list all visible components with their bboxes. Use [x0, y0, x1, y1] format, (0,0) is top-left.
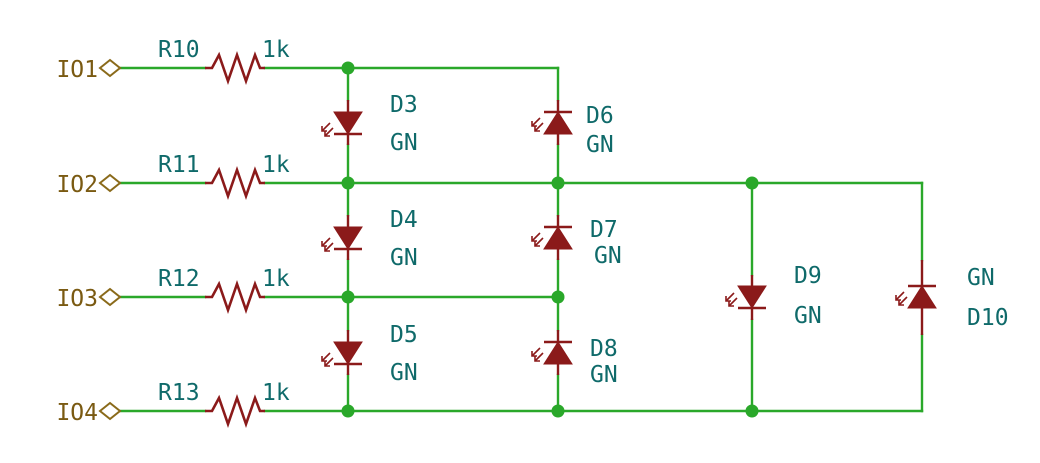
led-d10[interactable]: GN D10 — [895, 260, 1009, 335]
led-triangle-icon — [333, 226, 363, 250]
led-value: GN — [594, 243, 622, 269]
led-triangle-icon — [333, 341, 363, 365]
port-label: IO2 — [56, 172, 98, 198]
led-d8[interactable]: D8 GN — [531, 330, 618, 388]
resistor-r13[interactable]: R13 1k — [158, 380, 290, 428]
led-triangle-icon — [543, 111, 573, 135]
led-d7[interactable]: D7 GN — [531, 215, 622, 269]
led-emission-arrows-icon — [531, 232, 544, 247]
resistor-value: 1k — [262, 152, 290, 178]
junction — [551, 176, 565, 190]
led-value: GN — [590, 362, 618, 388]
led-emission-arrows-icon — [321, 122, 334, 137]
led-emission-arrows-icon — [895, 291, 908, 306]
leds: D3 GN D4 GN D5 GN — [321, 92, 1009, 388]
led-triangle-icon — [543, 226, 573, 250]
port-io4[interactable]: IO4 — [56, 400, 122, 426]
led-ref: D9 — [794, 263, 822, 289]
led-emission-arrows-icon — [531, 347, 544, 362]
resistor-r10[interactable]: R10 1k — [158, 37, 290, 85]
port-label: IO1 — [56, 57, 98, 83]
resistor-r11[interactable]: R11 1k — [158, 152, 290, 200]
junction — [551, 290, 565, 304]
led-value: GN — [794, 303, 822, 329]
led-ref: D3 — [390, 92, 418, 118]
led-ref: D7 — [590, 217, 618, 243]
resistor-zigzag-icon — [205, 51, 265, 85]
resistor-value: 1k — [262, 266, 290, 292]
resistor-ref: R10 — [158, 37, 200, 63]
resistor-zigzag-icon — [205, 280, 265, 314]
junction — [341, 290, 355, 304]
resistor-ref: R12 — [158, 266, 200, 292]
led-ref: D5 — [390, 322, 418, 348]
port-io1[interactable]: IO1 — [56, 57, 122, 83]
junction — [745, 404, 759, 418]
junction — [341, 404, 355, 418]
led-d5[interactable]: D5 GN — [321, 322, 418, 386]
led-emission-arrows-icon — [321, 352, 334, 367]
resistors: R10 1k R11 1k R12 1k R13 1k — [158, 37, 290, 428]
port-io2[interactable]: IO2 — [56, 172, 122, 198]
led-triangle-icon — [737, 285, 767, 309]
junction — [745, 176, 759, 190]
led-d6[interactable]: D6 GN — [531, 100, 614, 158]
resistor-value: 1k — [262, 380, 290, 406]
ports: IO1 IO2 IO3 IO4 — [56, 57, 122, 426]
port-diamond-icon — [98, 173, 122, 193]
junction — [551, 404, 565, 418]
led-ref: D6 — [586, 103, 614, 129]
resistor-value: 1k — [262, 37, 290, 63]
resistor-ref: R13 — [158, 380, 200, 406]
junction — [341, 61, 355, 75]
resistor-zigzag-icon — [205, 394, 265, 428]
led-value: GN — [390, 130, 418, 156]
led-ref: D10 — [967, 305, 1009, 331]
junctions — [341, 61, 759, 418]
resistor-r12[interactable]: R12 1k — [158, 266, 290, 314]
led-triangle-icon — [543, 341, 573, 365]
port-diamond-icon — [98, 287, 122, 307]
led-triangle-icon — [907, 285, 937, 309]
resistor-ref: R11 — [158, 152, 200, 178]
led-emission-arrows-icon — [725, 292, 738, 307]
led-ref: D8 — [590, 336, 618, 362]
led-value: GN — [967, 265, 995, 291]
led-d4[interactable]: D4 GN — [321, 207, 418, 271]
port-label: IO4 — [56, 400, 98, 426]
port-label: IO3 — [56, 286, 98, 312]
led-value: GN — [586, 132, 614, 158]
led-d9[interactable]: D9 GN — [725, 263, 822, 329]
led-value: GN — [390, 245, 418, 271]
port-diamond-icon — [98, 58, 122, 78]
port-io3[interactable]: IO3 — [56, 286, 122, 312]
port-diamond-icon — [98, 401, 122, 421]
led-d3[interactable]: D3 GN — [321, 92, 418, 156]
resistor-zigzag-icon — [205, 166, 265, 200]
led-ref: D4 — [390, 207, 418, 233]
led-value: GN — [390, 360, 418, 386]
led-emission-arrows-icon — [531, 117, 544, 132]
wires — [118, 66, 924, 413]
led-triangle-icon — [333, 111, 363, 135]
led-emission-arrows-icon — [321, 237, 334, 252]
junction — [341, 176, 355, 190]
